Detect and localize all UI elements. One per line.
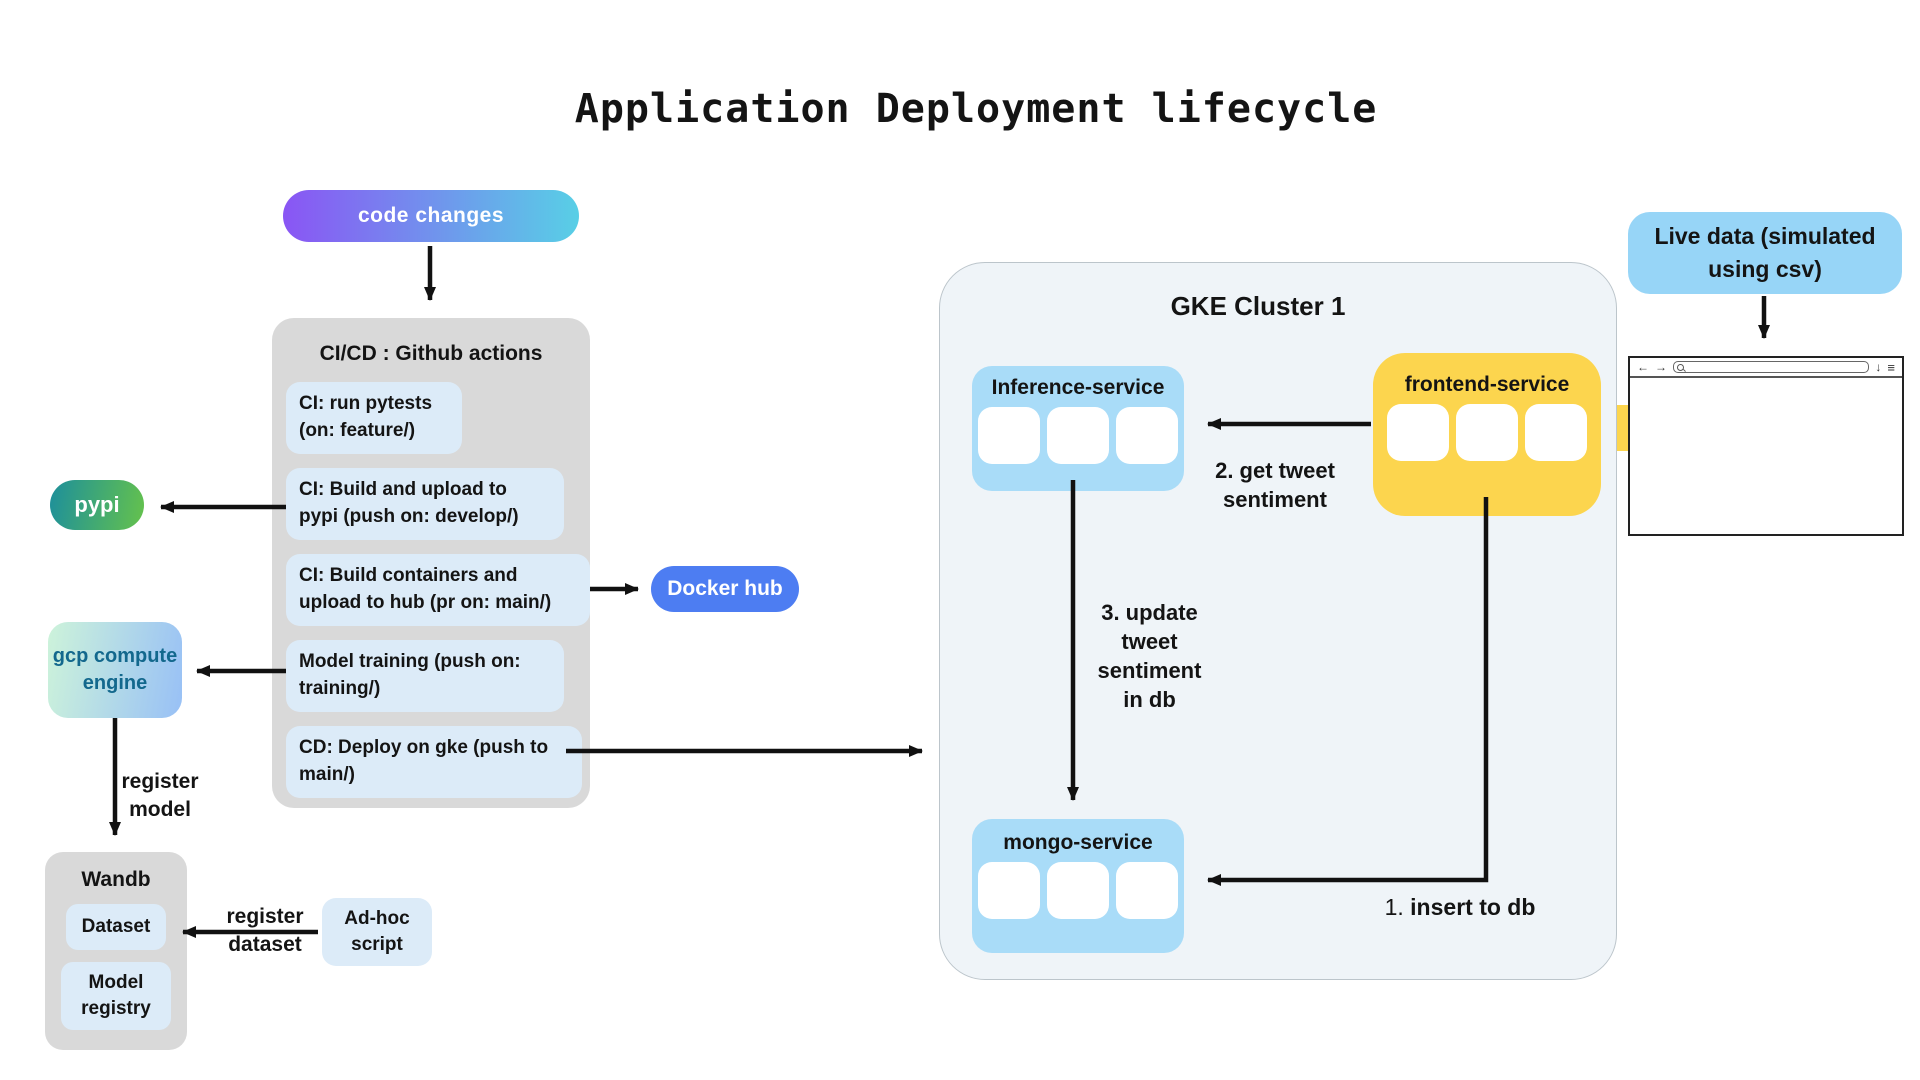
flow-label-get-tweet-sentiment: 2. get tweet sentiment — [1215, 458, 1335, 513]
inference-pods — [972, 407, 1184, 464]
pod-square — [1047, 407, 1109, 464]
code-changes-label: code changes — [357, 204, 505, 227]
code-changes-pill: code changes — [283, 190, 579, 242]
flow-insert-text: insert to db — [1410, 894, 1536, 920]
register-dataset-label: register dataset — [226, 905, 304, 956]
pod-square — [1525, 404, 1587, 461]
cicd-item-build-containers: CI: Build containers and upload to hub (… — [286, 553, 590, 626]
cicd-item-model-training: Model training (push on: training/) — [286, 639, 564, 712]
pod-square — [978, 862, 1040, 919]
cicd-title: CI/CD : Github actions — [319, 342, 543, 365]
live-data-label: Live data (simulated using csv) — [1654, 222, 1876, 282]
pod-square — [1456, 404, 1518, 461]
back-icon: ← — [1637, 360, 1649, 374]
url-bar — [1673, 361, 1870, 373]
wandb-box: Wandb Dataset Model registry — [45, 852, 187, 1050]
pypi-pill: pypi — [50, 480, 144, 530]
pypi-label: pypi — [74, 492, 120, 517]
gke-cluster-box: GKE Cluster 1 Inference-service frontend… — [939, 262, 1617, 980]
wandb-model-registry-box: Model registry — [61, 962, 171, 1030]
mongo-service-box: mongo-service — [972, 819, 1184, 953]
browser-toolbar: ← → ↓ ≡ — [1630, 358, 1902, 378]
flow-label-update-tweet-sentiment: 3. update tweet sentiment in db — [1097, 600, 1202, 713]
flow-insert-number: 1. — [1384, 894, 1404, 920]
inference-service-label: Inference-service — [991, 376, 1165, 399]
pod-square — [1387, 404, 1449, 461]
cicd-github-actions-box: CI/CD : Github actions CI: run pytests (… — [272, 318, 590, 808]
mongo-service-label: mongo-service — [1003, 831, 1153, 854]
frontend-service-label: frontend-service — [1404, 373, 1570, 396]
live-data-pill: Live data (simulated using csv) — [1628, 212, 1902, 294]
pod-square — [1116, 407, 1178, 464]
docker-hub-pill: Docker hub — [651, 566, 799, 612]
pod-square — [1116, 862, 1178, 919]
adhoc-script-box: Ad-hoc script — [322, 898, 432, 966]
gcp-compute-engine-box: gcp compute engine — [48, 622, 182, 718]
wandb-dataset-box: Dataset — [66, 904, 166, 950]
gcp-compute-engine-label: gcp compute engine — [52, 645, 178, 694]
pod-square — [978, 407, 1040, 464]
download-icon: ↓ — [1875, 360, 1882, 374]
adhoc-script-label: Ad-hoc script — [344, 908, 410, 955]
cicd-item-deploy-gke: CD: Deploy on gke (push to main/) — [286, 725, 582, 798]
cicd-items-list: CI: run pytests (on: feature/) CI: Build… — [286, 382, 590, 798]
frontend-pods — [1373, 404, 1601, 461]
cicd-item-run-pytests: CI: run pytests (on: feature/) — [286, 382, 462, 454]
search-icon — [1677, 363, 1684, 371]
gke-cluster-title: GKE Cluster 1 — [1170, 291, 1346, 321]
register-model-label: register model — [121, 770, 199, 821]
frontend-service-box: frontend-service — [1373, 353, 1601, 516]
cicd-item-upload-pypi: CI: Build and upload to pypi (push on: d… — [286, 467, 564, 540]
docker-hub-label: Docker hub — [667, 577, 783, 600]
browser-window: ← → ↓ ≡ — [1628, 356, 1904, 536]
inference-service-box: Inference-service — [972, 366, 1184, 491]
pod-square — [1047, 862, 1109, 919]
flow-label-insert-to-db: 1. insert to db — [1375, 894, 1545, 921]
forward-icon: → — [1655, 360, 1667, 374]
page-title: Application Deployment lifecycle — [574, 86, 1378, 132]
wandb-title: Wandb — [81, 868, 151, 891]
mongo-pods — [972, 862, 1184, 919]
menu-icon: ≡ — [1887, 359, 1895, 375]
